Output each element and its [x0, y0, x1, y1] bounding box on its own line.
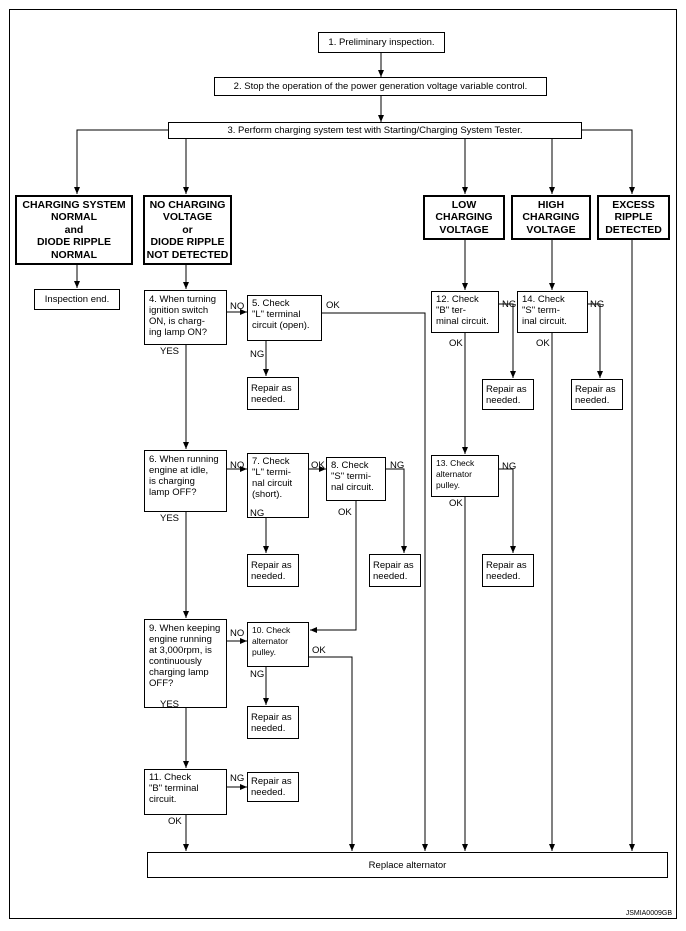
- label-no-q4: NO: [230, 301, 245, 312]
- diagram-frame: [9, 9, 677, 919]
- repair-box-7: Repair as needed.: [247, 554, 299, 587]
- result-excess-ripple-box: EXCESS RIPPLE DETECTED: [597, 195, 670, 240]
- label-ok-c7: OK: [311, 460, 325, 471]
- inspection-end-box: Inspection end.: [34, 289, 120, 310]
- label-ok-c14: OK: [536, 338, 550, 349]
- step-3-box: 3. Perform charging system test with Sta…: [168, 122, 582, 139]
- result-low-voltage-box: LOW CHARGING VOLTAGE: [423, 195, 505, 240]
- result-high-voltage-box: HIGH CHARGING VOLTAGE: [511, 195, 591, 240]
- result-no-charging-box: NO CHARGING VOLTAGE or DIODE RIPPLE NOT …: [143, 195, 232, 265]
- label-yes-q4: YES: [160, 346, 180, 357]
- check-8-box: 8. Check "S" termi- nal circuit.: [326, 457, 386, 501]
- label-no-q9: NO: [230, 628, 245, 639]
- check-14-box: 14. Check "S" term- inal circuit.: [517, 291, 588, 333]
- check-5-box: 5. Check "L" terminal circuit (open).: [247, 295, 322, 341]
- repair-box-8: Repair as needed.: [369, 554, 421, 587]
- repair-box-12: Repair as needed.: [482, 379, 534, 410]
- check-7-box: 7. Check "L" termi- nal circuit (short).: [247, 453, 309, 518]
- label-ok-c12: OK: [449, 338, 463, 349]
- check-12-box: 12. Check "B" ter- minal circuit.: [431, 291, 499, 333]
- step-2-box: 2. Stop the operation of the power gener…: [214, 77, 547, 96]
- result-normal-box: CHARGING SYSTEM NORMAL and DIODE RIPPLE …: [15, 195, 133, 265]
- replace-alternator-box: Replace alternator: [147, 852, 668, 878]
- label-ng-c13: NG: [502, 461, 517, 472]
- label-yes-q9: YES: [160, 699, 180, 710]
- label-ng-c14: NG: [590, 299, 605, 310]
- label-ng-c8: NG: [390, 460, 405, 471]
- repair-box-10: Repair as needed.: [247, 706, 299, 739]
- repair-box-14: Repair as needed.: [571, 379, 623, 410]
- label-ng-c7: NG: [250, 508, 265, 519]
- question-9-box: 9. When keeping engine running at 3,000r…: [144, 619, 227, 708]
- label-ok-c5: OK: [326, 300, 340, 311]
- repair-box-5: Repair as needed.: [247, 377, 299, 410]
- check-13-box: 13. Check alternator pulley.: [431, 455, 499, 497]
- step-1-box: 1. Preliminary inspection.: [318, 32, 445, 53]
- check-10-box: 10. Check alternator pulley.: [247, 622, 309, 667]
- label-ok-c13: OK: [449, 498, 463, 509]
- label-ok-c8: OK: [338, 507, 352, 518]
- label-ng-c5: NG: [250, 349, 265, 360]
- figure-code: JSMIA0009GB: [625, 910, 672, 917]
- question-6-box: 6. When running engine at idle, is charg…: [144, 450, 227, 512]
- label-ok-c10: OK: [312, 645, 326, 656]
- check-11-box: 11. Check "B" terminal circuit.: [144, 769, 227, 815]
- repair-box-13: Repair as needed.: [482, 554, 534, 587]
- label-ng-c11: NG: [230, 773, 245, 784]
- label-ok-c11: OK: [168, 816, 182, 827]
- question-4-box: 4. When turning ignition switch ON, is c…: [144, 290, 227, 345]
- repair-box-11: Repair as needed.: [247, 772, 299, 802]
- label-ng-c12: NG: [502, 299, 517, 310]
- label-no-q6: NO: [230, 460, 245, 471]
- label-ng-c10: NG: [250, 669, 265, 680]
- label-yes-q6: YES: [160, 513, 180, 524]
